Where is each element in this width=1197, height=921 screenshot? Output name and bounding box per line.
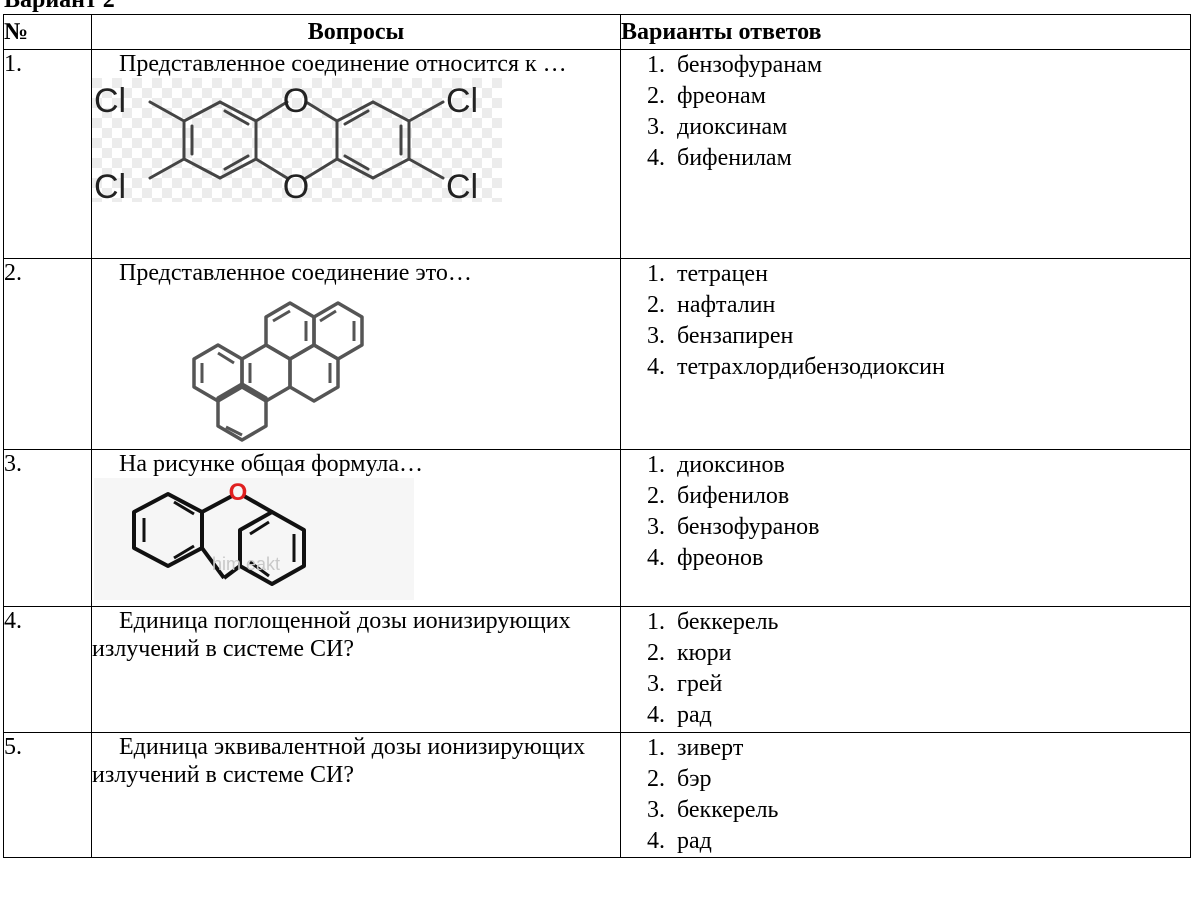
answer-option: 3.диоксинам (647, 114, 788, 140)
question-text: Единица поглощенной дозы ионизирующих из… (92, 608, 571, 662)
variant-title: Вариант 2 (4, 0, 115, 13)
answer-option: 1.беккерель (647, 609, 779, 635)
answer-option: 3.бензапирен (647, 323, 794, 349)
chlorine-label: Cl (94, 82, 126, 120)
answers-cell: 1.беккерель 2.кюри 3.грей 4.рад (620, 606, 1191, 733)
chlorine-label: Cl (446, 168, 478, 202)
answer-option: 2.нафталин (647, 292, 776, 318)
table-row: 5. Единица эквивалентной дозы ионизирующ… (3, 732, 1191, 858)
answer-option: 1.диоксинов (647, 452, 785, 478)
watermark-text: him eakt (212, 554, 280, 574)
question-cell: Представленное соединение это… (91, 258, 621, 450)
answer-option: 4.фреонов (647, 545, 764, 571)
question-cell: Представленное соединение относится к … (91, 49, 621, 259)
header-questions: Вопросы (91, 14, 621, 50)
answer-list: 1.зиверт 2.бэр 3.беккерель 4.рад (621, 733, 1190, 857)
question-cell: На рисунке общая формула… (91, 449, 621, 607)
header-answers: Варианты ответов (620, 14, 1191, 50)
question-cell: Единица поглощенной дозы ионизирующих из… (91, 606, 621, 733)
answer-option: 1.тетрацен (647, 261, 768, 287)
answers-cell: 1.зиверт 2.бэр 3.беккерель 4.рад (620, 732, 1191, 858)
answer-list: 1.беккерель 2.кюри 3.грей 4.рад (621, 607, 1190, 731)
answer-option: 3.беккерель (647, 797, 779, 823)
table-row: 1. Представленное соединение относится к… (3, 49, 1191, 259)
answer-option: 2.кюри (647, 640, 732, 666)
oxygen-label: O (283, 168, 309, 202)
question-text: На рисунке общая формула… (119, 451, 424, 477)
table-row: 3. На рисунке общая формула… (3, 449, 1191, 607)
answers-cell: 1.диоксинов 2.бифенилов 3.бензофуранов 4… (620, 449, 1191, 607)
answer-list: 1.бензофуранам 2.фреонам 3.диоксинам 4.б… (621, 50, 1190, 174)
answer-option: 2.бэр (647, 766, 712, 792)
question-cell: Единица эквивалентной дозы ионизирующих … (91, 732, 621, 858)
chlorine-label: Cl (94, 168, 126, 202)
table-row: 2. Представленное соединение это… (3, 258, 1191, 450)
answer-list: 1.тетрацен 2.нафталин 3.бензапирен 4.тет… (621, 259, 1190, 383)
answer-option: 2.бифенилов (647, 483, 790, 509)
oxygen-label: O (283, 82, 309, 120)
answer-option: 4.тетрахлордибензодиоксин (647, 354, 945, 380)
answer-list: 1.диоксинов 2.бифенилов 3.бензофуранов 4… (621, 450, 1190, 574)
answer-option: 4.рад (647, 828, 712, 854)
chlorine-label: Cl (446, 82, 478, 120)
dibenzofuran-structure-image: O him eakt (94, 478, 414, 600)
answers-cell: 1.бензофуранам 2.фреонам 3.диоксинам 4.б… (620, 49, 1191, 259)
answer-option: 1.зиверт (647, 735, 744, 761)
question-number: 2. (3, 258, 92, 450)
question-text: Представленное соединение это… (119, 260, 472, 286)
table-header-row: № Вопросы Варианты ответов (3, 14, 1191, 50)
answer-option: 3.бензофуранов (647, 514, 820, 540)
question-number: 5. (3, 732, 92, 858)
answer-option: 3.грей (647, 671, 723, 697)
table-row: 4. Единица поглощенной дозы ионизирующих… (3, 606, 1191, 733)
question-number: 4. (3, 606, 92, 733)
answer-option: 2.фреонам (647, 83, 766, 109)
answer-option: 4.рад (647, 702, 712, 728)
answers-cell: 1.тетрацен 2.нафталин 3.бензапирен 4.тет… (620, 258, 1191, 450)
quiz-table: № Вопросы Варианты ответов 1. Представле… (3, 14, 1191, 858)
benzopyrene-structure-image (192, 301, 364, 442)
question-number: 3. (3, 449, 92, 607)
header-number: № (3, 14, 92, 50)
question-number: 1. (3, 49, 92, 259)
answer-option: 4.бифенилам (647, 145, 792, 171)
oxygen-label: O (229, 479, 248, 506)
question-text: Представленное соединение относится к … (119, 51, 567, 77)
tcdd-structure-image: O O Cl Cl Cl Cl (92, 78, 502, 202)
answer-option: 1.бензофуранам (647, 52, 823, 78)
question-text: Единица эквивалентной дозы ионизирующих … (92, 734, 586, 788)
